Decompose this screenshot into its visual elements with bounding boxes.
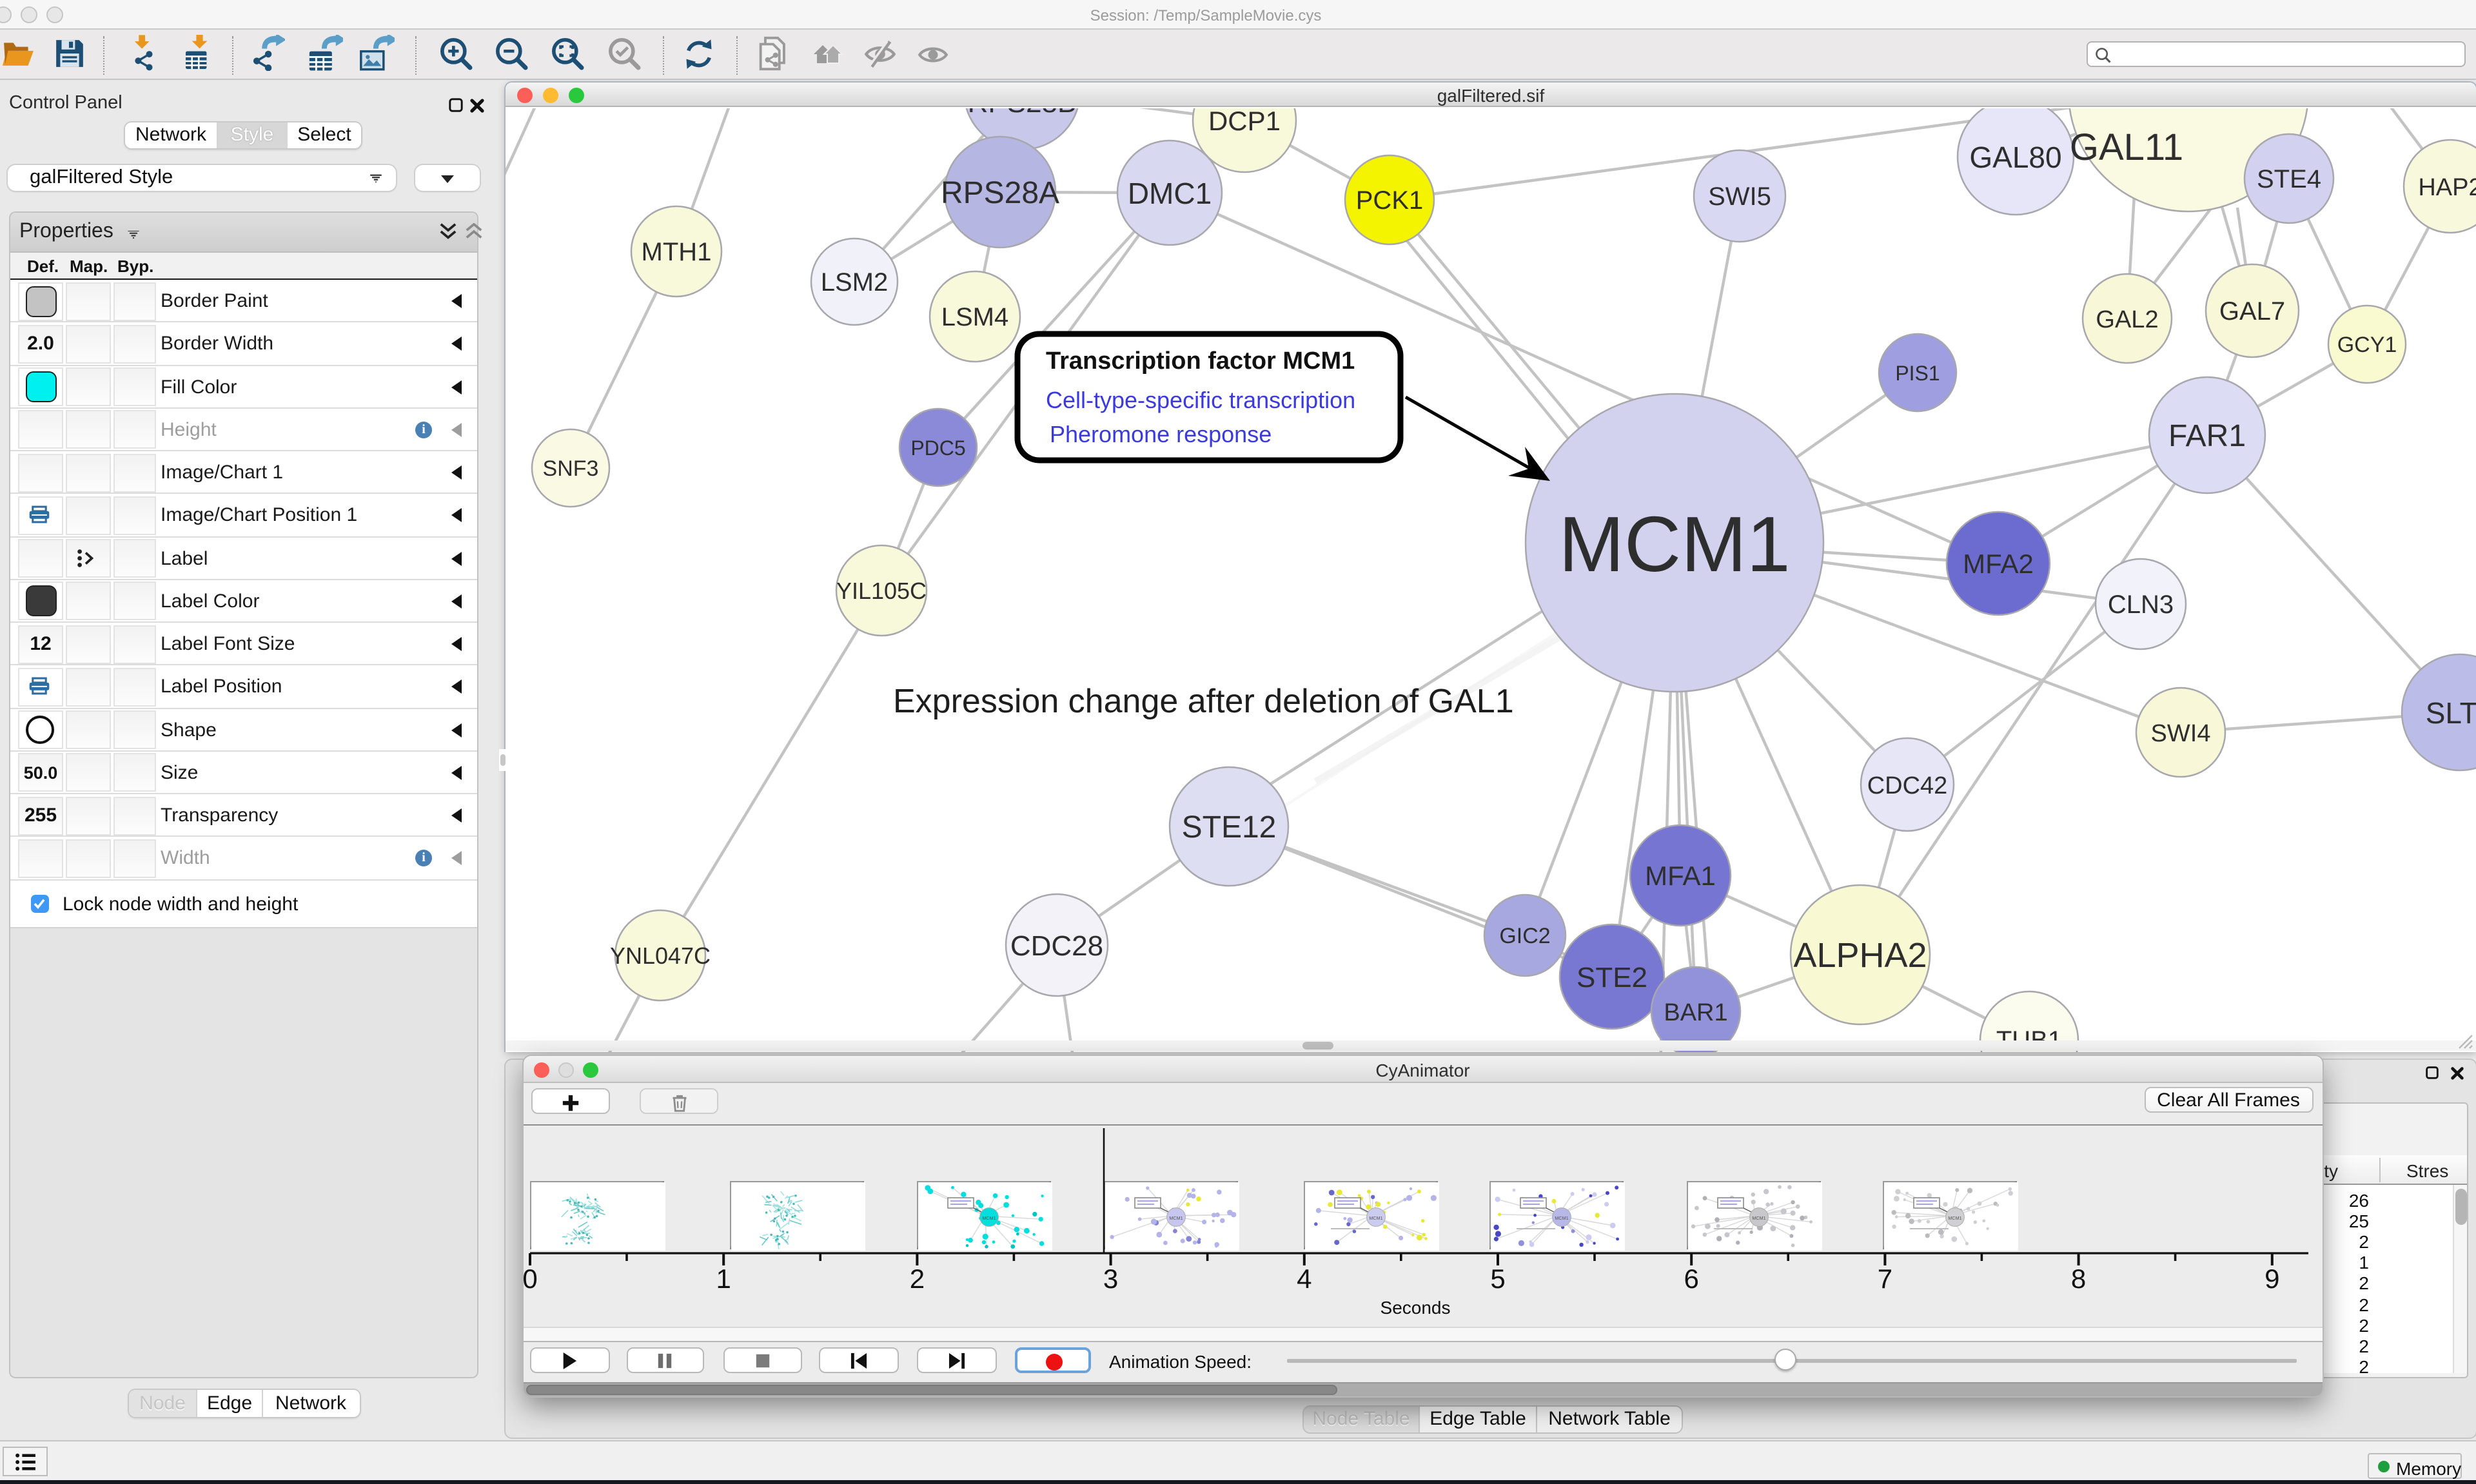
- svg-text:Pheromone response: Pheromone response: [1050, 421, 1272, 447]
- svg-text:Transcription factor MCM1: Transcription factor MCM1: [1046, 347, 1355, 375]
- svg-text:HAP2: HAP2: [2418, 174, 2476, 201]
- svg-text:GAL11: GAL11: [2070, 126, 2183, 168]
- svg-text:GIC2: GIC2: [1499, 924, 1550, 948]
- svg-text:8: 8: [2071, 1264, 2086, 1294]
- svg-text:MCM1: MCM1: [1368, 1215, 1382, 1220]
- svg-text:MCM1: MCM1: [1752, 1215, 1765, 1220]
- svg-text:SNF3: SNF3: [543, 456, 599, 481]
- svg-text:SWI5: SWI5: [1708, 182, 1771, 211]
- svg-text:ALPHA2: ALPHA2: [1793, 936, 1927, 975]
- svg-text:CDC42: CDC42: [1867, 772, 1948, 799]
- svg-text:LSM2: LSM2: [821, 268, 889, 297]
- svg-text:MCM1: MCM1: [1555, 1215, 1568, 1220]
- svg-text:GCY1: GCY1: [2337, 333, 2397, 357]
- svg-text:2: 2: [910, 1264, 925, 1294]
- svg-text:CLN3: CLN3: [2108, 591, 2174, 619]
- svg-text:GAL7: GAL7: [2219, 297, 2285, 326]
- svg-text:STE2: STE2: [1577, 962, 1647, 993]
- svg-text:7: 7: [1878, 1264, 1892, 1294]
- svg-text:BAR1: BAR1: [1664, 999, 1727, 1026]
- svg-text:MCM1: MCM1: [1169, 1215, 1183, 1220]
- svg-text:MCM1: MCM1: [1558, 500, 1790, 588]
- svg-text:MCM1: MCM1: [1947, 1215, 1961, 1220]
- svg-text:PIS1: PIS1: [1895, 362, 1940, 385]
- svg-text:GAL80: GAL80: [1969, 141, 2061, 174]
- svg-text:MFA1: MFA1: [1645, 861, 1716, 891]
- svg-text:RPS28A: RPS28A: [941, 176, 1059, 210]
- svg-text:PDC5: PDC5: [910, 436, 965, 460]
- svg-text:FAR1: FAR1: [2168, 419, 2246, 453]
- svg-text:1: 1: [716, 1264, 731, 1294]
- svg-text:YNL047C: YNL047C: [610, 942, 711, 969]
- svg-text:MTH1: MTH1: [642, 238, 712, 266]
- svg-text:STE12: STE12: [1182, 810, 1277, 845]
- svg-text:3: 3: [1103, 1264, 1118, 1294]
- svg-text:MCM1: MCM1: [982, 1215, 996, 1220]
- svg-text:4: 4: [1297, 1264, 1312, 1294]
- svg-text:YIL105C: YIL105C: [836, 578, 927, 604]
- svg-text:0: 0: [524, 1264, 538, 1294]
- svg-text:PCK1: PCK1: [1356, 186, 1424, 215]
- svg-text:9: 9: [2265, 1264, 2279, 1294]
- svg-text:Cell-type-specific transcripti: Cell-type-specific transcription: [1046, 387, 1355, 413]
- svg-text:DMC1: DMC1: [1128, 177, 1212, 210]
- svg-text:RPS28B: RPS28B: [968, 108, 1077, 119]
- svg-text:GAL2: GAL2: [2096, 306, 2158, 333]
- svg-text:6: 6: [1684, 1264, 1699, 1294]
- svg-text:LSM4: LSM4: [941, 303, 1009, 331]
- svg-text:Seconds: Seconds: [1380, 1298, 1451, 1318]
- svg-text:SLT2: SLT2: [2426, 696, 2476, 730]
- svg-text:MFA2: MFA2: [1963, 549, 2034, 579]
- svg-text:Expression change after deleti: Expression change after deletion of GAL1: [893, 683, 1514, 720]
- svg-text:DCP1: DCP1: [1208, 108, 1281, 136]
- svg-text:5: 5: [1490, 1264, 1505, 1294]
- svg-text:CDC28: CDC28: [1010, 930, 1103, 962]
- svg-text:STE4: STE4: [2257, 165, 2321, 193]
- svg-text:SWI4: SWI4: [2151, 720, 2211, 747]
